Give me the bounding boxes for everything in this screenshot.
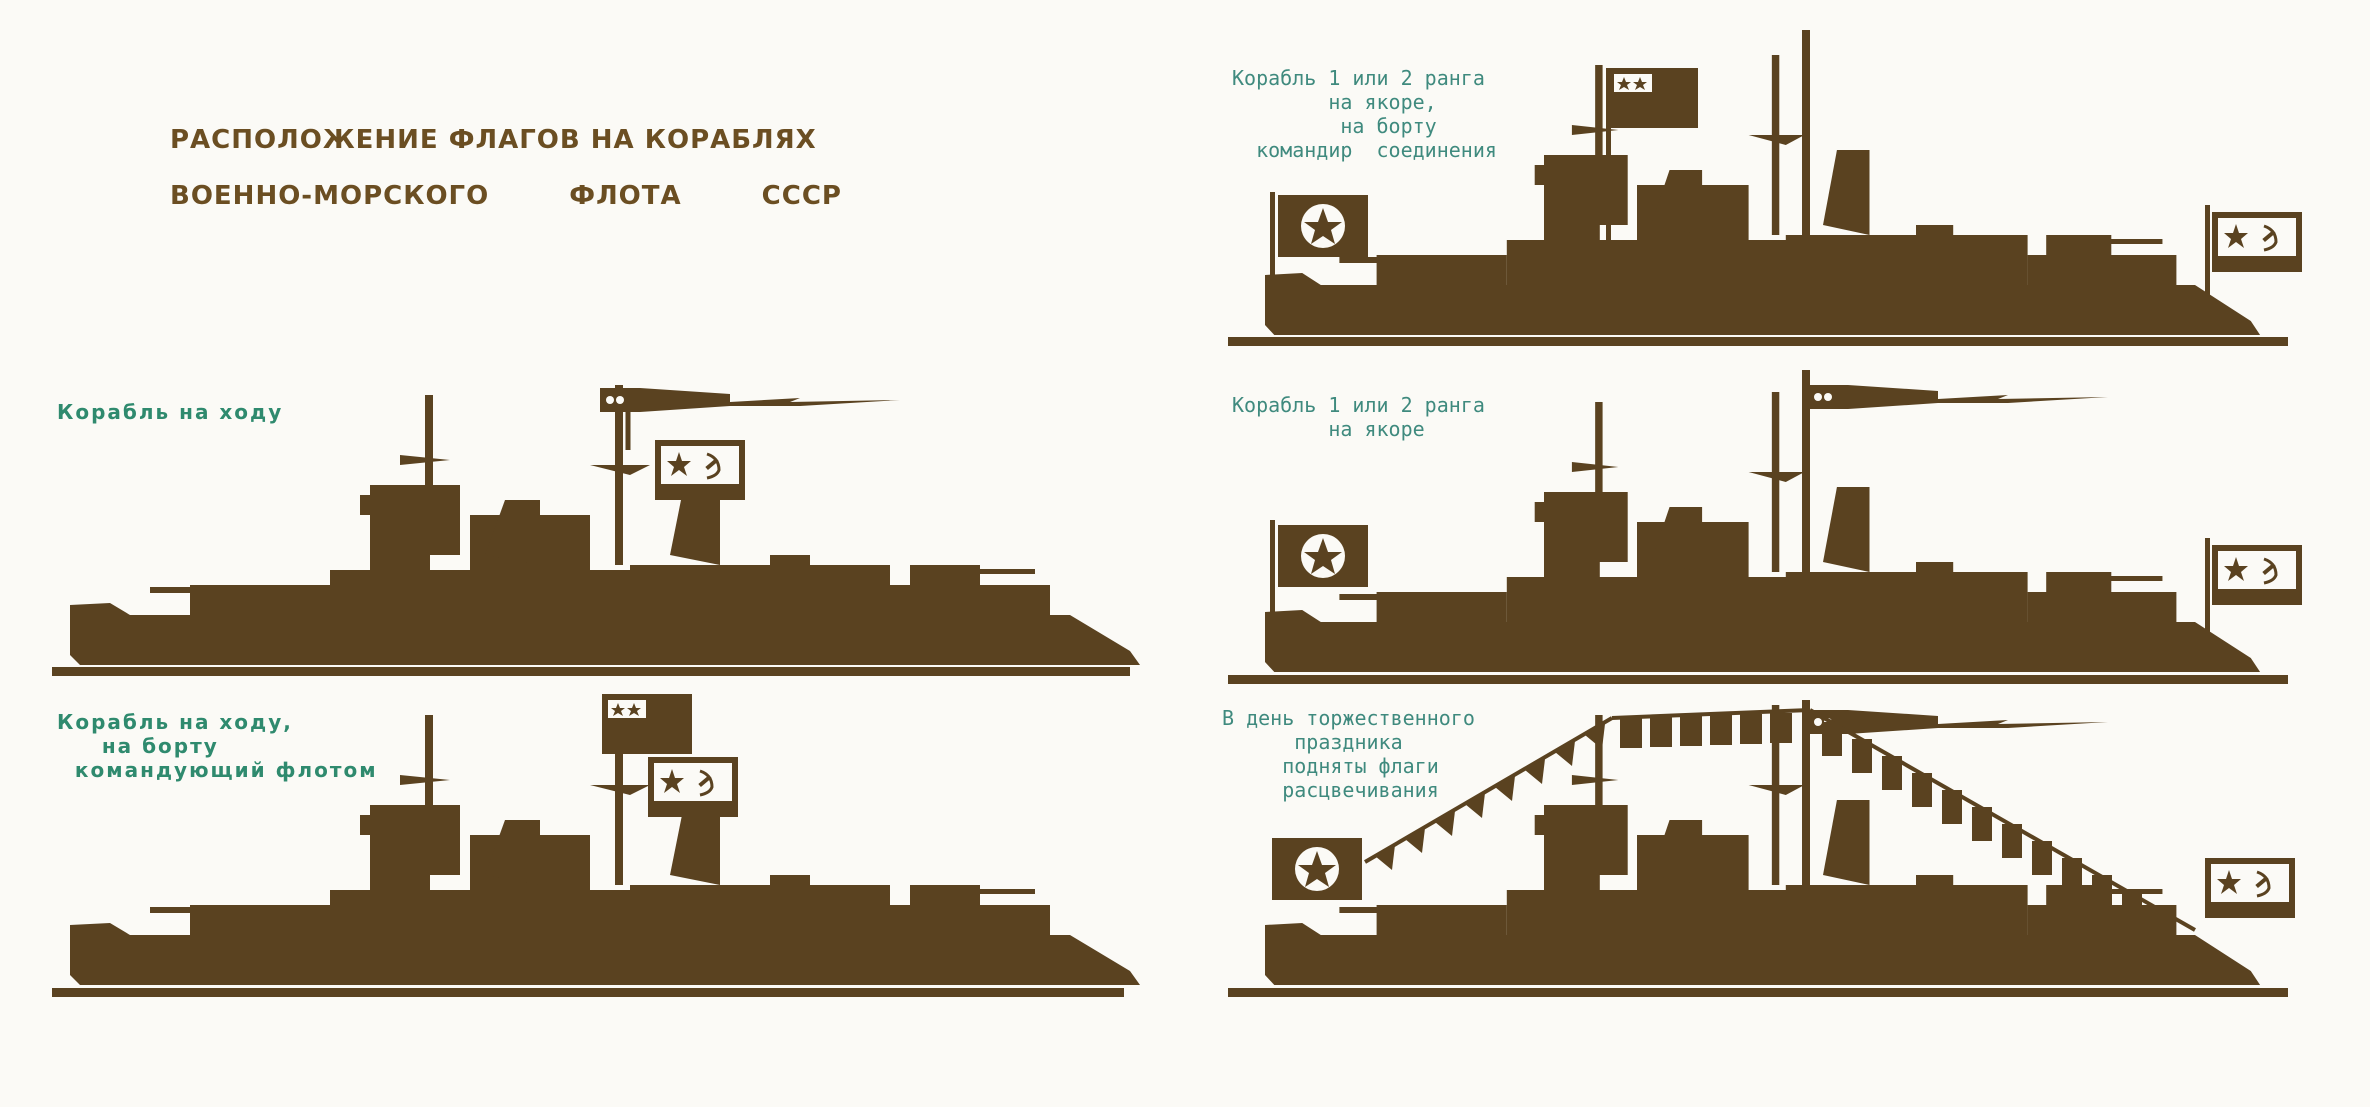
signal-flags-left <box>1375 724 1605 870</box>
caption-holiday: В день торжественного праздника подняты … <box>1222 706 1475 802</box>
ship-underway <box>52 385 1140 676</box>
page-title: РАСПОЛОЖЕНИЕ ФЛАГОВ НА КОРАБЛЯХ ВОЕННО-М… <box>170 125 842 211</box>
caption-underway-fleet-commander: Корабль на ходу, на борту командующий фл… <box>57 710 378 782</box>
ship-underway-fleet-commander <box>52 694 1140 997</box>
ship-anchor <box>1228 370 2304 684</box>
ship-anchor-formation-commander <box>1228 30 2304 346</box>
title-line-1: РАСПОЛОЖЕНИЕ ФЛАГОВ НА КОРАБЛЯХ <box>170 125 817 155</box>
ship-holiday-dressed <box>1228 700 2297 997</box>
caption-underway: Корабль на ходу <box>57 400 284 424</box>
title-line-2: ВОЕННО-МОРСКОГО ФЛОТА СССР <box>170 181 842 211</box>
signal-flags-right <box>1822 722 2172 939</box>
caption-rank-anchor: Корабль 1 или 2 ранга на якоре <box>1232 393 1485 441</box>
signal-flags-top <box>1620 713 1792 748</box>
caption-rank-anchor-formation: Корабль 1 или 2 ранга на якоре, на борту… <box>1232 66 1497 162</box>
